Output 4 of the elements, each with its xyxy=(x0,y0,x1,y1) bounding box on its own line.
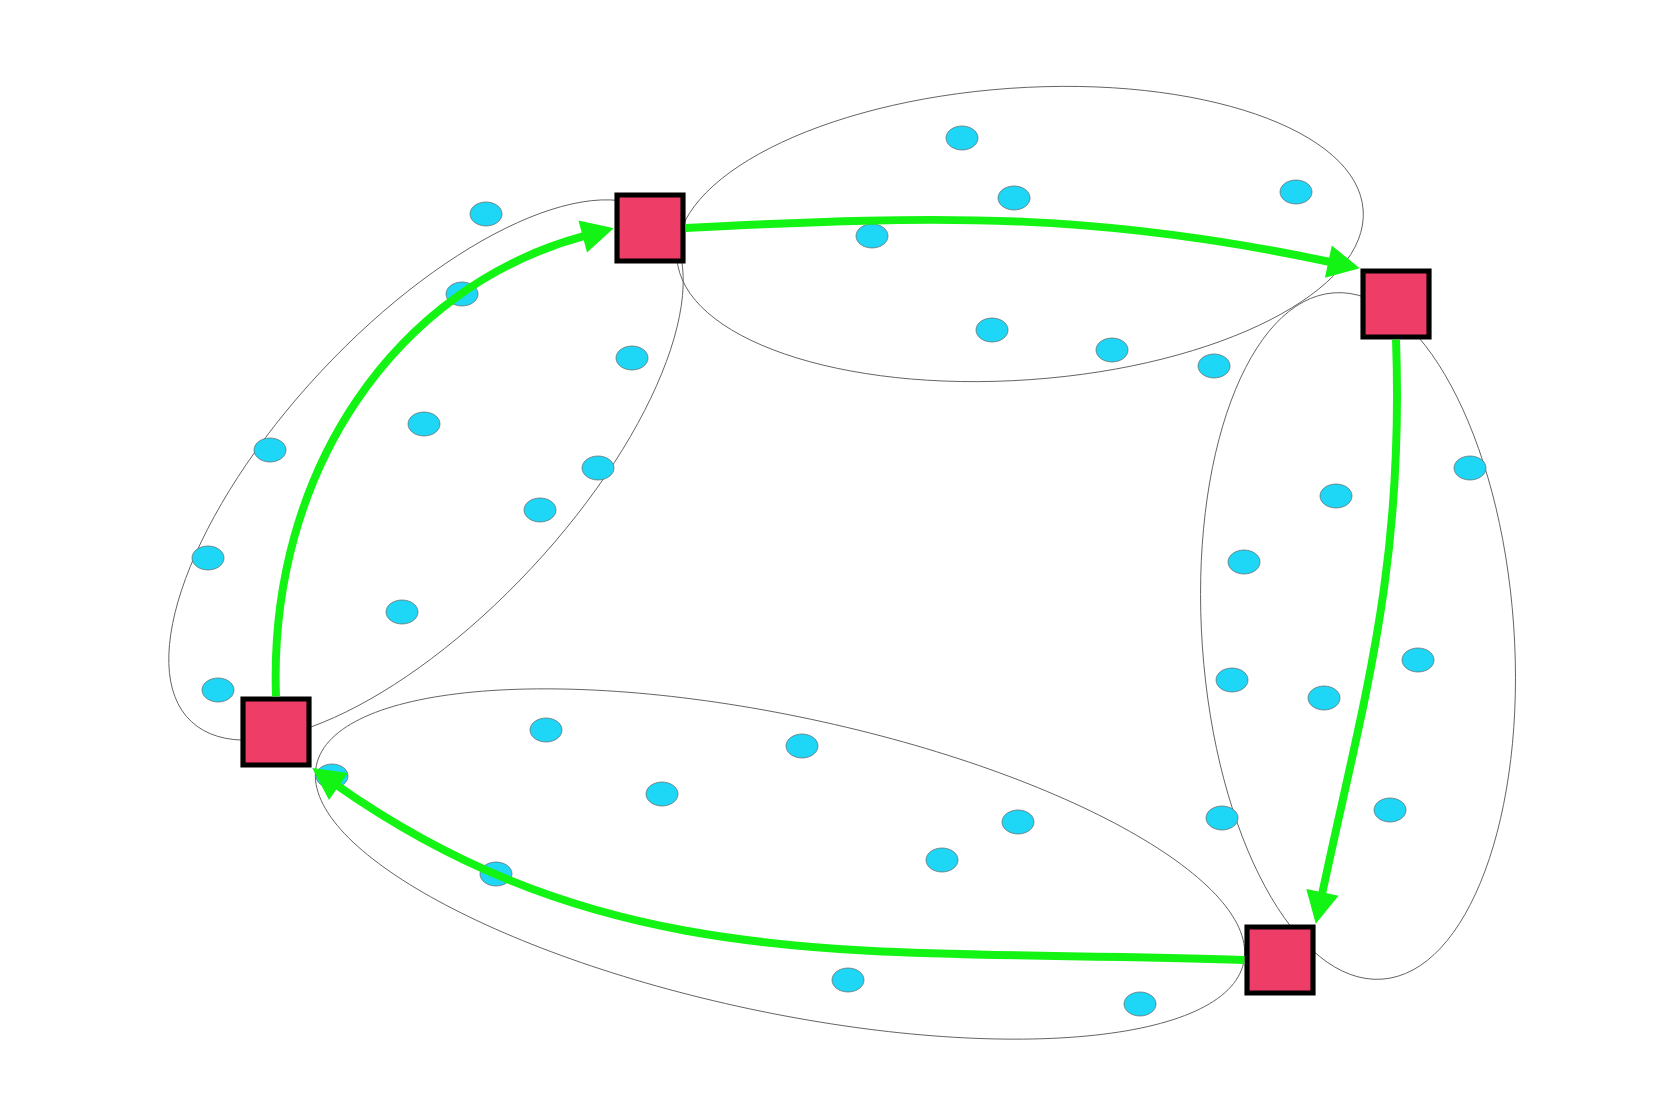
square-node xyxy=(240,696,312,768)
square-node xyxy=(614,192,686,264)
square-node xyxy=(1360,268,1432,340)
square-node xyxy=(1244,924,1316,996)
